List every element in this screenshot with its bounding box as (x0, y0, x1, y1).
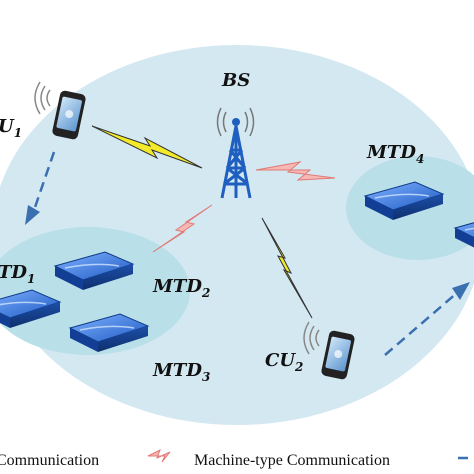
mtd1-label: TD1 (0, 262, 35, 286)
legend-machine-swatch (147, 448, 171, 463)
mtd2-label: MTD2 (152, 276, 210, 300)
cellular-link-bs-cu2 (261, 217, 313, 319)
mtd4-label: MTD4 (366, 142, 424, 166)
machine-link-bs-mtd4 (255, 161, 336, 181)
d2d-arrow-cu1 (25, 151, 56, 225)
tower-icon (216, 107, 255, 199)
mtd3-label: MTD3 (152, 360, 210, 384)
bs-label: BS (221, 70, 250, 91)
cu2-label: CU2 (265, 350, 303, 374)
machine-link-bs-mtd2 (152, 204, 213, 253)
cellular-link-cu1-bs (91, 125, 203, 169)
d2d-arrow-cu2 (384, 282, 470, 356)
legend-cellular-label: Communication (0, 452, 99, 469)
legend-machine-label: Machine-type Communication (194, 452, 390, 469)
legend: Communication Machine-type Communication (0, 448, 474, 469)
mtd-cluster-left (0, 227, 190, 355)
cu1-label: U1 (0, 116, 22, 140)
